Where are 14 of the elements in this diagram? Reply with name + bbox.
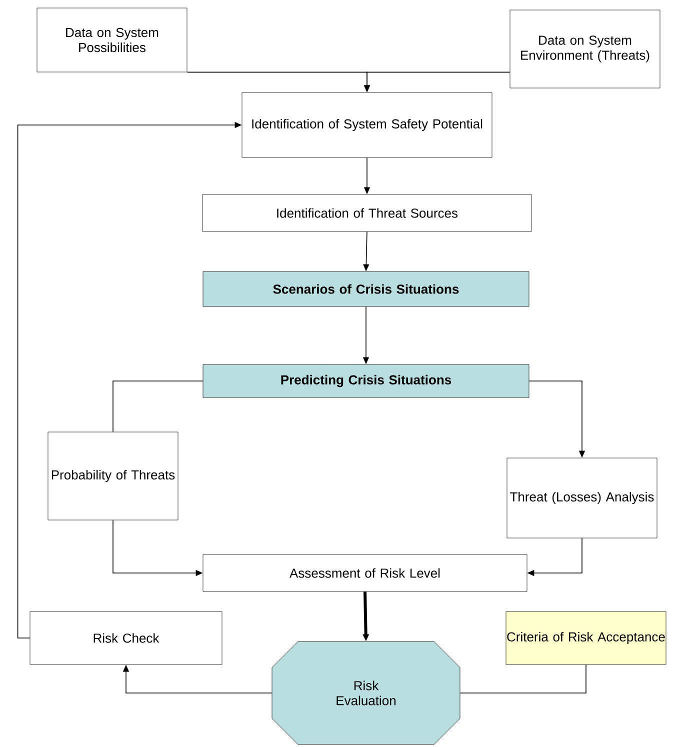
- process-box: Data on System Environment (Threats): [510, 10, 660, 88]
- process-box: Scenarios of Crisis Situations: [202, 271, 530, 307]
- process-box: Risk Check: [30, 611, 222, 665]
- process-box: Predicting Crisis Situations: [202, 364, 530, 398]
- process-box: Identification of Threat Sources: [202, 194, 532, 232]
- connector-line: [112, 380, 204, 432]
- process-box: Threat (Losses) Analysis: [506, 458, 658, 538]
- connector-line: [460, 664, 586, 694]
- process-box: Probability of Threats: [48, 432, 178, 520]
- process-box: Identification of System Safety Potential: [242, 92, 492, 158]
- process-box: Assessment of Risk Level: [202, 554, 528, 592]
- process-box: Criteria of Risk Acceptance: [506, 611, 666, 665]
- process-box: Data on System Possibilities: [36, 8, 188, 72]
- evaluation-octagon: Risk Evaluation: [272, 641, 460, 745]
